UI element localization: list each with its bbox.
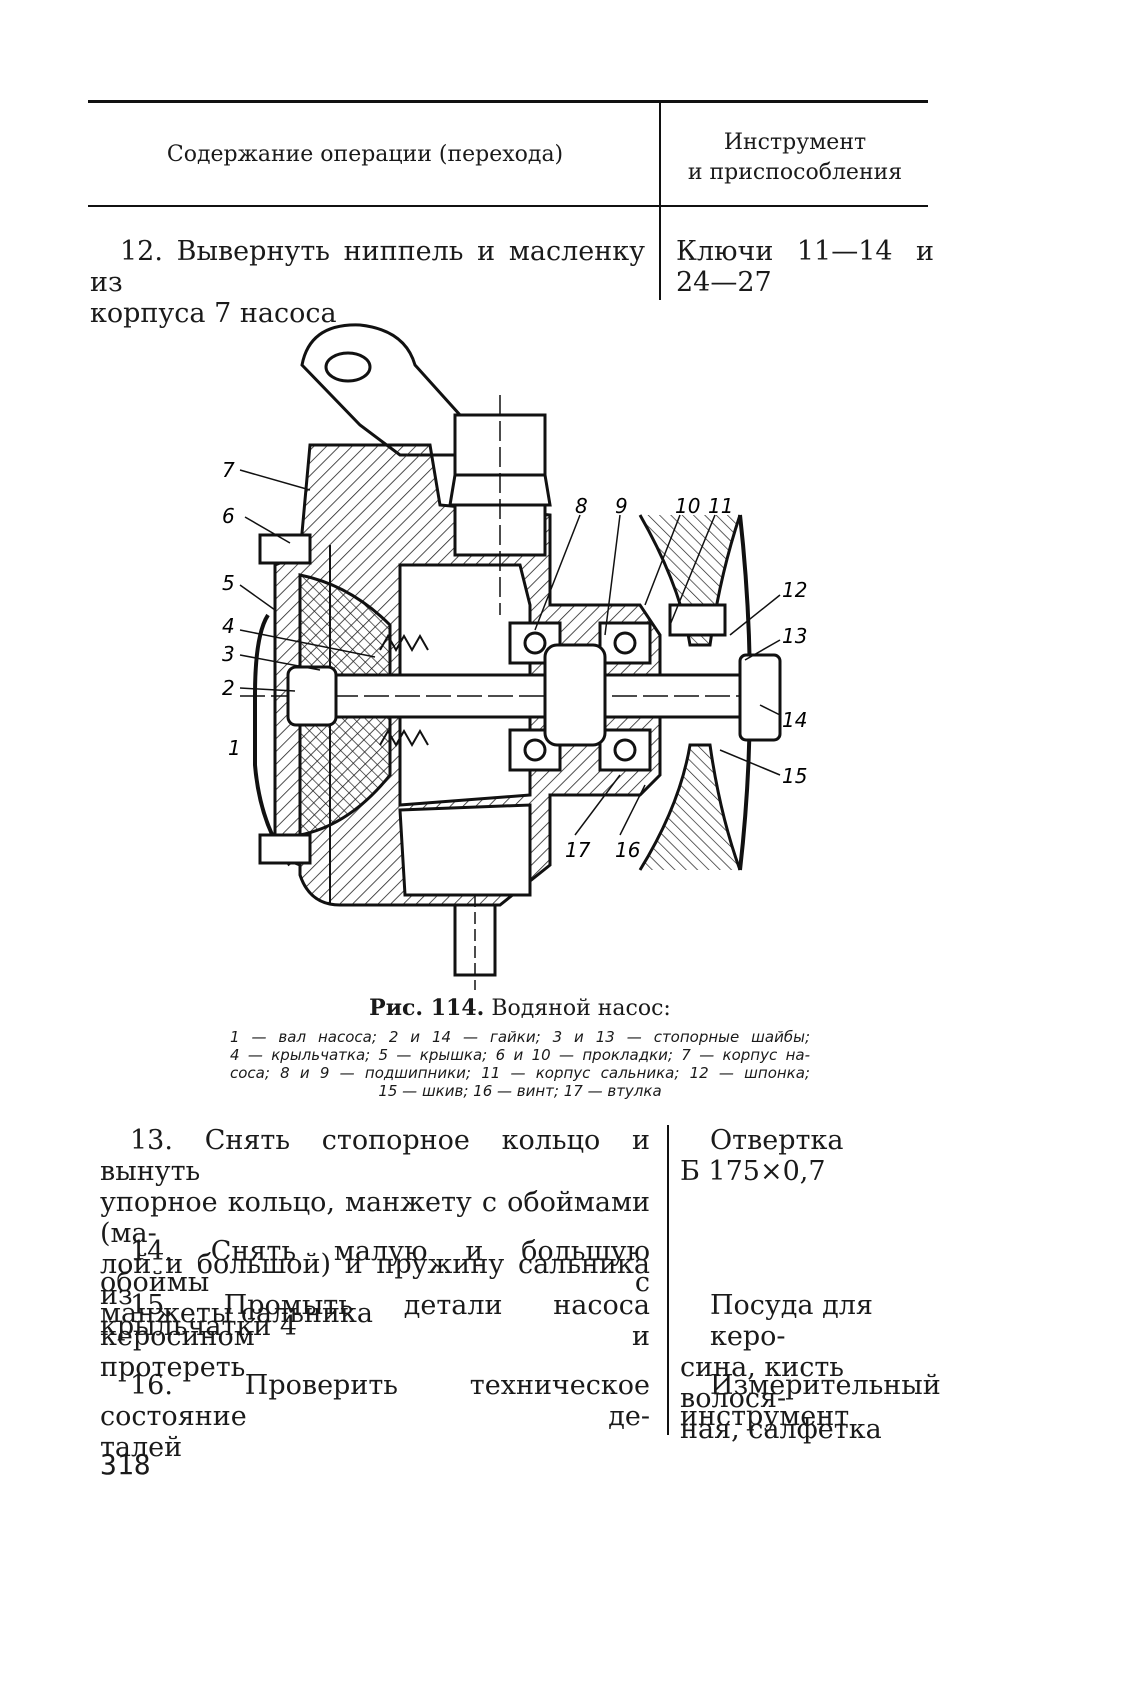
callout-14: 14 (782, 708, 807, 732)
step-15-line2: протереть (100, 1352, 246, 1383)
step-12-line2: корпуса 7 насоса (90, 298, 337, 329)
step-15-text: 15. Промыть детали насоса керосином и пр… (100, 1290, 650, 1383)
callout-12: 12 (782, 578, 807, 602)
figure-legend-line4: 15 — шкив; 16 — винт; 17 — втулка (378, 1082, 662, 1100)
figure-caption-title: Водяной насос: (491, 996, 671, 1021)
figure-caption: Рис. 114. Водяной насос: (230, 995, 810, 1021)
figure-legend: 1 — вал насоса; 2 и 14 — гайки; 3 и 13 —… (230, 1028, 810, 1100)
step-12-tool-line1: Ключи 11—14 и (676, 236, 934, 267)
step-16-line1: 16. Проверить техническое состояние де- (100, 1370, 650, 1432)
step-16-text: 16. Проверить техническое состояние де- … (100, 1370, 650, 1463)
callout-15: 15 (782, 764, 807, 788)
tool-column-header: Инструмент и приспособления (670, 128, 920, 188)
callout-3: 3 (222, 642, 235, 666)
callout-11: 11 (708, 494, 733, 518)
step-13-text: 13. Снять стопорное кольцо и вынуть упор… (100, 1125, 650, 1342)
callout-4: 4 (222, 614, 235, 638)
step-13-tool: Отвертка Б 175×0,7 (680, 1125, 940, 1187)
step-13-tool-line2: Б 175×0,7 (680, 1156, 826, 1187)
header-bottom-rule (88, 205, 928, 207)
callout-5: 5 (222, 571, 235, 595)
operation-column-header: Содержание операции (перехода) (166, 142, 564, 167)
figure-legend-line2: 4 — крыльчатка; 5 — крышка; 6 и 10 — про… (230, 1046, 810, 1064)
step-13-line4: крыльчатки 4 (100, 1311, 298, 1342)
header-top-rule (88, 100, 928, 103)
tool-column-header-line1: Инструмент (723, 130, 867, 155)
step-14-line1: 14. Снять малую и большую обоймы с (100, 1236, 650, 1298)
callout-6: 6 (222, 504, 235, 528)
figure-legend-line3: coca; 8 и 9 — подшипники; 11 — корпус са… (230, 1064, 810, 1082)
page-number: 318 (100, 1448, 151, 1481)
step-13-line3: лой и большой) и пружину сальника из (100, 1249, 650, 1311)
step-12-tool-line2: 24—27 (676, 267, 772, 298)
callout-7: 7 (222, 458, 235, 482)
callout-9: 9 (615, 494, 628, 518)
figure-legend-line1: 1 — вал насоса; 2 и 14 — гайки; 3 и 13 —… (230, 1028, 810, 1046)
step-16-line2: талей (100, 1432, 183, 1463)
tool-column-header-line2: и приспособления (687, 160, 903, 185)
lower-column-divider (667, 1125, 669, 1435)
callout-16: 16 (615, 838, 640, 862)
step-16-tool-line2: инструмент (680, 1401, 850, 1432)
callout-8: 8 (575, 494, 588, 518)
water-pump-drawing: 7 6 5 4 3 2 1 8 9 10 11 12 13 14 15 16 1… (222, 323, 807, 990)
step-15-tool-line3: ная, салфетка (680, 1414, 882, 1445)
step-15-line1: 15. Промыть детали насоса керосином и (100, 1290, 650, 1352)
step-15-tool: Посуда для керо- сина, кисть волося- ная… (680, 1290, 945, 1445)
callout-17: 17 (565, 838, 591, 862)
step-15-tool-line2: сина, кисть волося- (680, 1352, 845, 1414)
step-16-tool-line1: Измерительный (710, 1370, 941, 1401)
callout-10: 10 (675, 494, 700, 518)
figure-caption-label: Рис. 114. (369, 995, 485, 1021)
step-15-tool-line1: Посуда для керо- (710, 1290, 873, 1352)
callout-1: 1 (228, 736, 241, 760)
header-column-divider (659, 100, 661, 300)
step-14-line2: манжеты сальника (100, 1298, 373, 1329)
step-14-text: 14. Снять малую и большую обоймы с манже… (100, 1236, 650, 1329)
step-12-tool: Ключи 11—14 и 24—27 (676, 236, 934, 298)
callout-13: 13 (782, 624, 807, 648)
step-13-line2: упорное кольцо, манжету с обоймами (ма- (100, 1187, 650, 1249)
step-13-tool-line1: Отвертка (710, 1125, 844, 1156)
step-12-text: 12. Вывернуть ниппель и масленку из корп… (90, 236, 645, 329)
step-12-line1: 12. Вывернуть ниппель и масленку из (90, 236, 645, 298)
step-13-line1: 13. Снять стопорное кольцо и вынуть (100, 1125, 650, 1187)
step-16-tool: Измерительный инструмент (680, 1370, 941, 1432)
callout-2: 2 (222, 676, 235, 700)
